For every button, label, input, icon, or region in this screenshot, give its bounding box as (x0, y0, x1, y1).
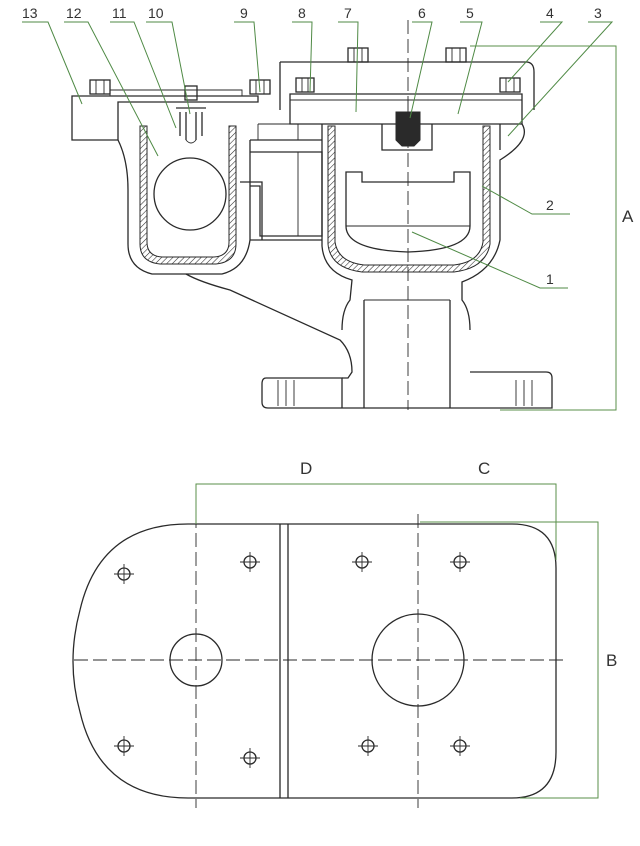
left-chamber-liner (139, 125, 237, 265)
part-labels: 13 12 11 10 9 8 7 6 5 4 3 2 1 (22, 5, 602, 287)
leader-8 (292, 21, 313, 93)
main-valve-seat (381, 100, 433, 151)
leader-11 (110, 21, 177, 129)
left-top-flange (71, 95, 259, 141)
small-opening (169, 633, 223, 687)
part-label-5: 5 (466, 5, 474, 21)
bolt-hole-3 (352, 552, 372, 572)
bottom-flange-lugs (277, 380, 533, 406)
bolt-hole-1 (114, 564, 134, 584)
part-label-4: 4 (546, 5, 554, 21)
part-label-1: 1 (546, 271, 554, 287)
dimension-c-label: C (478, 459, 490, 478)
left-bolt-1 (89, 79, 111, 95)
leader-lines (22, 21, 614, 289)
part-label-13: 13 (22, 5, 38, 21)
leader-2 (481, 185, 570, 215)
leader-9 (234, 21, 261, 93)
part-label-9: 9 (240, 5, 248, 21)
outlet-neck (363, 300, 451, 408)
bolt-hole-6 (240, 748, 260, 768)
leader-3 (507, 21, 614, 137)
dimension-a: A (470, 45, 634, 411)
part-label-10: 10 (148, 5, 164, 21)
large-opening (371, 613, 465, 707)
dimension-b-label: B (606, 651, 617, 670)
leader-10 (146, 21, 191, 115)
right-bolt-3 (445, 47, 467, 63)
part-label-12: 12 (66, 5, 82, 21)
leader-6 (409, 21, 433, 119)
right-cover (280, 61, 535, 110)
left-cover-plate (109, 89, 243, 96)
bolt-hole-2 (240, 552, 260, 572)
right-chamber-body (321, 124, 353, 331)
part-label-2: 2 (546, 197, 554, 213)
large-float (345, 171, 471, 253)
part-label-11: 11 (112, 5, 127, 21)
right-bolt-4 (499, 77, 521, 93)
leader-4 (507, 21, 564, 83)
dimension-c: C (418, 459, 557, 560)
section-view (71, 20, 553, 410)
dimension-b: B (420, 521, 617, 799)
part-label-6: 6 (418, 5, 426, 21)
leader-1 (411, 231, 568, 289)
right-bolt-2 (347, 47, 369, 63)
support-rib (185, 273, 353, 379)
leader-13 (22, 21, 83, 105)
bolt-holes (114, 552, 470, 768)
bolt-hole-4 (450, 552, 470, 572)
plan-view (72, 514, 566, 808)
bolt-hole-5 (114, 736, 134, 756)
small-ball-float (153, 157, 227, 231)
bolt-hole-7 (358, 736, 378, 756)
leader-12 (64, 21, 159, 157)
leader-5 (457, 21, 483, 115)
right-bolt-1 (295, 77, 315, 93)
part-label-3: 3 (594, 5, 602, 21)
left-bolt-2 (249, 79, 271, 95)
bottom-flange (261, 371, 553, 409)
dimension-a-label: A (622, 207, 634, 226)
left-valve-stem (176, 85, 206, 144)
base-outline (72, 523, 557, 799)
part-label-8: 8 (298, 5, 306, 21)
bolt-hole-8 (450, 736, 470, 756)
left-chamber-body (117, 139, 251, 275)
dimension-d-label: D (300, 459, 312, 478)
right-chamber-liner (327, 125, 491, 273)
dimension-d: D (195, 459, 418, 524)
leader-7 (338, 21, 359, 113)
part-label-7: 7 (344, 5, 352, 21)
connecting-passage (250, 139, 323, 241)
